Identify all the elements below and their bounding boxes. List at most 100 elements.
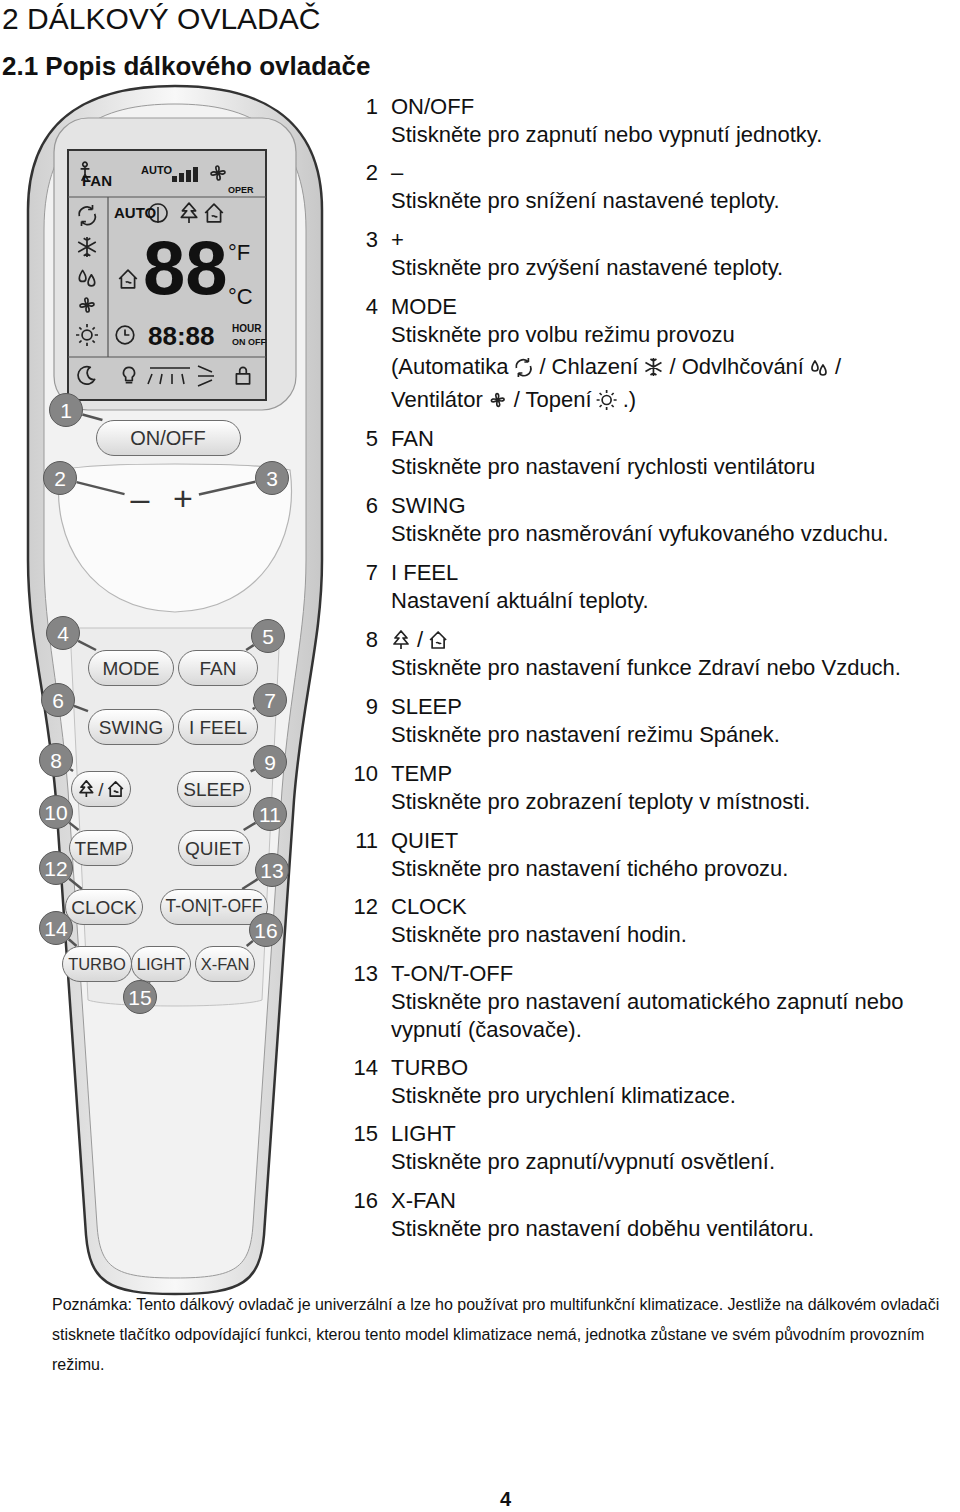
fan-icon bbox=[491, 394, 504, 407]
button-name: QUIET bbox=[391, 827, 458, 855]
button-name: ON/OFF bbox=[391, 93, 474, 121]
text-label: Stiskněte pro volbu režimu provozu bbox=[391, 321, 735, 349]
lcd-screen bbox=[68, 150, 266, 400]
leader-line bbox=[244, 823, 256, 830]
text-label: / bbox=[835, 353, 841, 381]
text-label: Stiskněte pro nastavení režimu Spánek. bbox=[391, 721, 947, 749]
leader-line bbox=[242, 879, 257, 889]
leader-line bbox=[70, 769, 73, 771]
text-label: OPER bbox=[228, 185, 254, 195]
text-label: .) bbox=[623, 386, 636, 414]
item-number: 7 bbox=[328, 559, 378, 587]
text-label: °F bbox=[228, 240, 250, 265]
remote-body bbox=[28, 86, 322, 1294]
remote-button: + bbox=[167, 478, 199, 518]
button-text: 9 bbox=[264, 752, 276, 773]
button-name: MODE bbox=[391, 293, 457, 321]
button-name: LIGHT bbox=[391, 1120, 456, 1148]
remote-button: SLEEP bbox=[177, 771, 250, 807]
fan-icon bbox=[211, 166, 225, 180]
button-text: 4 bbox=[57, 623, 69, 644]
remote-button: TEMP bbox=[69, 830, 134, 866]
bulb-icon bbox=[124, 367, 135, 382]
text-label: / Chlazení bbox=[539, 353, 638, 381]
lcd-light-rays bbox=[148, 366, 214, 386]
button-text: 14 bbox=[44, 918, 67, 939]
callout-number: 6 bbox=[41, 683, 75, 717]
text-label: Stiskněte pro zapnutí/vypnutí osvětlení. bbox=[391, 1148, 947, 1176]
text-label: Stiskněte pro nastavení funkce Zdraví ne… bbox=[391, 654, 947, 682]
moon-icon bbox=[78, 367, 95, 385]
item-number: 9 bbox=[328, 693, 378, 721]
callout-number: 16 bbox=[249, 913, 283, 947]
section-heading: 2.1 Popis dálkového ovladače bbox=[2, 52, 370, 82]
button-text: 15 bbox=[128, 987, 151, 1008]
leader-line bbox=[246, 645, 254, 650]
text-label: / bbox=[417, 626, 423, 654]
item-number: 4 bbox=[328, 293, 378, 321]
text-label: 88:88 bbox=[148, 322, 215, 352]
button-name: TURBO bbox=[391, 1054, 468, 1082]
item-number: 12 bbox=[328, 893, 378, 921]
leader-line bbox=[69, 823, 78, 830]
auto-icon bbox=[516, 358, 531, 377]
button-text: 11 bbox=[259, 804, 281, 825]
callout-number: 4 bbox=[46, 616, 80, 650]
button-text: 10 bbox=[44, 802, 67, 823]
button-text: SWING bbox=[99, 718, 163, 737]
text-label: AUTO bbox=[114, 204, 156, 221]
button-text: 8 bbox=[50, 750, 62, 771]
text-label: Stiskněte pro zapnutí nebo vypnutí jedno… bbox=[391, 121, 947, 149]
lock-icon bbox=[236, 367, 249, 384]
button-text: 7 bbox=[264, 690, 276, 711]
leader-line bbox=[76, 482, 124, 494]
leader-line bbox=[82, 415, 102, 421]
button-name: CLOCK bbox=[391, 893, 467, 921]
button-name: FAN bbox=[391, 425, 434, 453]
button-text: – bbox=[131, 481, 150, 515]
leader-line bbox=[69, 879, 82, 889]
text-label: Stiskněte pro zvýšení nastavené teploty. bbox=[391, 254, 947, 282]
callout-number: 13 bbox=[255, 853, 289, 887]
button-text: 12 bbox=[44, 858, 67, 879]
lcd-dividers bbox=[68, 197, 266, 357]
text-label: Nastavení aktuální teploty. bbox=[391, 587, 947, 615]
snow-icon bbox=[645, 358, 661, 376]
leader-line bbox=[199, 482, 255, 495]
button-text: 5 bbox=[262, 626, 274, 647]
leader-line bbox=[74, 706, 88, 711]
callout-number: 2 bbox=[43, 461, 77, 495]
button-text: MODE bbox=[103, 659, 160, 678]
leader-line bbox=[247, 941, 253, 946]
snow-icon bbox=[78, 237, 96, 257]
item-number: 6 bbox=[328, 492, 378, 520]
button-text: 2 bbox=[54, 468, 66, 489]
tree-icon bbox=[80, 781, 93, 797]
tree-icon bbox=[394, 631, 408, 649]
button-text: T-ON|T-OFF bbox=[166, 898, 263, 916]
callout-number: 9 bbox=[253, 745, 287, 779]
button-text: ON/OFF bbox=[130, 428, 206, 448]
page-title: 2 DÁLKOVÝ OVLADAČ bbox=[2, 2, 320, 37]
text-label: Stiskněte pro zobrazení teploty v místno… bbox=[391, 788, 947, 816]
remote-button: QUIET bbox=[178, 830, 250, 866]
remote-button: – bbox=[125, 478, 156, 518]
item-number: 10 bbox=[328, 760, 378, 788]
text-label: 88 bbox=[143, 230, 228, 306]
leader-line bbox=[69, 939, 77, 946]
button-text: TEMP bbox=[75, 839, 128, 858]
text-label: Stiskněte pro urychlení klimatizace. bbox=[391, 1082, 947, 1110]
item-number: 14 bbox=[328, 1054, 378, 1082]
remote-button: TURBO bbox=[62, 946, 132, 982]
auto-icon bbox=[79, 205, 95, 226]
button-text: FAN bbox=[200, 659, 237, 678]
item-number: 2 bbox=[328, 159, 378, 187]
house-icon bbox=[119, 270, 137, 288]
text-label: (Automatika bbox=[391, 353, 508, 381]
callout-number: 12 bbox=[39, 851, 73, 885]
item-number: 13 bbox=[328, 960, 378, 988]
clockI-icon bbox=[116, 326, 134, 344]
